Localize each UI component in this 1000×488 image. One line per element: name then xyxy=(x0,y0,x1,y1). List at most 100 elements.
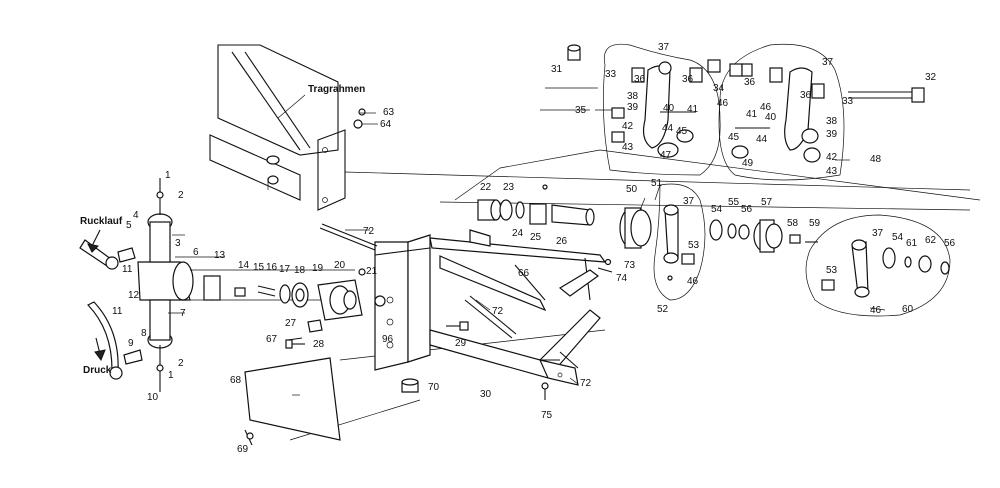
shield-68 xyxy=(244,357,341,446)
bolt-73-74 xyxy=(597,258,613,273)
part-number-56: 56 xyxy=(741,204,753,215)
part-number-37-4: 37 xyxy=(872,228,884,239)
pin-72-upper xyxy=(319,223,378,251)
part-number-59: 59 xyxy=(809,218,821,229)
part-number-40: 40 xyxy=(663,103,675,114)
part-number-55: 55 xyxy=(728,197,740,208)
part-number-34: 34 xyxy=(713,83,725,94)
part-number-23: 23 xyxy=(503,182,515,193)
part-number-51: 51 xyxy=(651,178,663,189)
hydraulic-hose-lower xyxy=(87,301,143,380)
part-number-21: 21 xyxy=(366,266,378,277)
part-number-46-4: 46 xyxy=(870,305,882,316)
part-number-11-2: 11 xyxy=(112,306,123,317)
part-number-47: 47 xyxy=(660,150,672,161)
part-number-5: 5 xyxy=(126,220,132,231)
part-number-10: 10 xyxy=(147,392,159,403)
part-number-14: 14 xyxy=(238,260,250,271)
part-number-41: 41 xyxy=(687,104,699,115)
part-number-17: 17 xyxy=(279,264,291,275)
gearbox xyxy=(137,178,194,392)
part-number-39-2: 39 xyxy=(826,129,838,140)
arrow-rucklauf xyxy=(87,229,101,253)
part-number-73: 73 xyxy=(624,260,636,271)
part-number-16: 16 xyxy=(266,262,278,273)
part-number-96: 96 xyxy=(382,334,394,345)
part-number-54-2: 54 xyxy=(892,232,904,243)
part-number-56-2: 56 xyxy=(944,238,956,249)
part-number-58: 58 xyxy=(787,218,799,229)
part-number-37: 37 xyxy=(658,42,670,53)
part-number-46-2: 46 xyxy=(760,102,772,113)
part-number-24: 24 xyxy=(512,228,524,239)
part-number-2-2: 2 xyxy=(178,358,184,369)
part-number-42-2: 42 xyxy=(826,152,838,163)
support-frame xyxy=(209,44,346,211)
part-number-26: 26 xyxy=(556,236,568,247)
label-rucklauf: Rucklauf xyxy=(80,216,123,227)
part-number-18: 18 xyxy=(294,265,306,276)
part-number-28: 28 xyxy=(313,339,325,350)
part-number-6: 6 xyxy=(193,247,199,258)
part-number-42: 42 xyxy=(622,121,634,132)
part-number-64: 64 xyxy=(380,119,392,130)
part-number-12: 12 xyxy=(128,290,140,301)
part-number-20: 20 xyxy=(334,260,346,271)
part-number-27: 27 xyxy=(285,318,297,329)
part-number-75: 75 xyxy=(541,410,553,421)
main-frame xyxy=(374,229,607,379)
part-number-43: 43 xyxy=(622,142,634,153)
link-group-35 xyxy=(602,43,721,176)
part-number-1: 1 xyxy=(165,170,171,181)
part-number-8: 8 xyxy=(141,328,147,339)
part-number-7: 7 xyxy=(180,308,186,319)
part-number-68: 68 xyxy=(230,375,242,386)
drive-shaft-parts xyxy=(190,268,386,341)
part-number-50: 50 xyxy=(626,184,638,195)
hydraulic-hose-upper xyxy=(79,239,136,270)
part-number-35: 35 xyxy=(575,105,587,116)
leader-lines xyxy=(168,94,886,385)
part-number-29: 29 xyxy=(455,338,467,349)
part-number-4: 4 xyxy=(133,210,139,221)
part-number-72: 72 xyxy=(363,226,375,237)
nut-31 xyxy=(567,44,581,61)
part-number-62: 62 xyxy=(925,235,937,246)
part-number-31: 31 xyxy=(551,64,563,75)
part-number-72-3: 72 xyxy=(580,378,592,389)
part-number-54: 54 xyxy=(711,204,723,215)
part-number-60: 60 xyxy=(902,304,914,315)
part-number-74: 74 xyxy=(616,273,628,284)
link-group-48 xyxy=(718,43,845,181)
part-number-67: 67 xyxy=(266,334,278,345)
shaft-32 xyxy=(848,87,925,103)
part-number-32: 32 xyxy=(925,72,937,83)
roller-50 xyxy=(619,207,652,249)
part-number-36-3: 36 xyxy=(744,77,756,88)
part-number-15: 15 xyxy=(253,262,265,273)
part-number-33: 33 xyxy=(605,69,617,80)
part-number-38: 38 xyxy=(627,91,639,102)
arm-group-60 xyxy=(805,214,951,317)
part-number-43-2: 43 xyxy=(826,166,838,177)
part-number-52: 52 xyxy=(657,304,669,315)
spacer-row-34 xyxy=(707,59,753,77)
part-number-33-2: 33 xyxy=(842,96,854,107)
part-number-37-3: 37 xyxy=(683,196,695,207)
part-number-44: 44 xyxy=(662,123,674,134)
pin-72-right xyxy=(464,295,517,339)
part-number-45: 45 xyxy=(676,126,688,137)
part-number-11: 11 xyxy=(122,264,133,275)
part-number-49: 49 xyxy=(742,158,754,169)
arm-group-52 xyxy=(653,183,706,301)
part-number-36-2: 36 xyxy=(682,74,694,85)
part-number-25: 25 xyxy=(530,232,542,243)
part-number-40-2: 40 xyxy=(765,112,777,123)
part-number-61: 61 xyxy=(906,238,918,249)
part-number-1-2: 1 xyxy=(168,370,174,381)
part-number-13: 13 xyxy=(214,250,226,261)
part-number-69: 69 xyxy=(237,444,249,455)
part-number-44-2: 44 xyxy=(756,134,768,145)
part-number-46-3: 46 xyxy=(687,276,699,287)
part-number-72-2: 72 xyxy=(492,306,504,317)
